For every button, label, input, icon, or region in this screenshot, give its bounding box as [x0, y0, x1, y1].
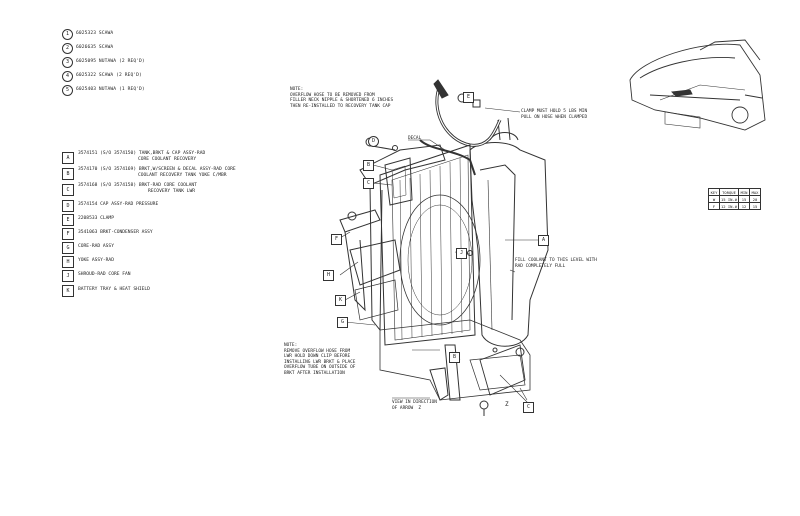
lower-bracket	[479, 344, 526, 396]
callout-G: G	[337, 317, 348, 328]
part-letter: A	[62, 152, 74, 164]
part-text: 3574168 (S/O 3574158) BRKT-RAD CORE COOL…	[78, 183, 197, 188]
fastener-text: 6025323 SCAWA	[76, 31, 114, 36]
fastener-text: 6025403 NUTAWA (1 REQ'D)	[76, 87, 145, 92]
fastener-text: 6025322 SCAWA (2 REQ'D)	[76, 73, 142, 78]
part-letter: J	[62, 270, 74, 282]
part-text: YOKE ASSY-RAD	[78, 258, 114, 263]
note-view-direction: VIEW IN DIRECTION OF ARROW Z	[392, 400, 437, 411]
fastener-num: 1	[62, 29, 73, 40]
condenser-bracket	[339, 209, 381, 233]
part-letter: B	[62, 168, 74, 180]
part-letter: F	[62, 228, 74, 240]
torque-table: KEY TORQUE MIN MAX W 15 IN.# 15 20 F 12 …	[708, 188, 762, 210]
table-cell: 15	[749, 202, 762, 210]
upper-bracket	[384, 157, 413, 206]
table-cell: F	[708, 202, 720, 210]
part-text: 3574151 (S/O 3574150) TANK,BRKT & CAP AS…	[78, 151, 206, 156]
table-cell: 12 IN.#	[718, 202, 740, 210]
callout-B: B	[363, 160, 374, 171]
part-letter: D	[62, 200, 74, 212]
callout-C: C	[363, 178, 374, 189]
radiator-core	[379, 144, 476, 346]
note-fill-level: FILL COOLANT TO THIS LEVEL WITH RAD COMP…	[515, 258, 597, 269]
table-header-row: KEY TORQUE MIN MAX	[708, 188, 762, 196]
part-letter: E	[62, 214, 74, 226]
callout-B-lower: B	[449, 352, 460, 363]
table-header: MIN	[738, 188, 751, 196]
callout-E: E	[463, 92, 474, 103]
arrow-z-label: Z	[505, 401, 509, 408]
fastener-num: 3	[62, 57, 73, 68]
part-text: CORE-RAD ASSY	[78, 244, 114, 249]
fastener-num: 5	[62, 85, 73, 96]
part-text: 3574154 CAP ASSY-RAD PRESSURE	[78, 202, 159, 207]
label-decal: DECAL	[408, 136, 422, 141]
part-letter: H	[62, 256, 74, 268]
callout-H: H	[323, 270, 334, 281]
table-row: F 12 IN.# 12 15	[708, 202, 762, 210]
fastener-text: 6025095 NUTAWA (2 REQ'D)	[76, 59, 145, 64]
table-cell: 15 IN.#	[718, 195, 740, 203]
part-letter: C	[62, 184, 74, 196]
part-text: 2208533 CLAMP	[78, 216, 114, 221]
part-text: BATTERY TRAY & HEAT SHIELD	[78, 287, 150, 292]
callout-J: J	[456, 248, 467, 259]
note-clamp: CLAMP MUST HOLD 5 LBS MIN PULL ON HOSE W…	[521, 109, 588, 120]
part-letter: G	[62, 242, 74, 254]
part-text: SHROUD-RAD CORE FAN	[78, 272, 131, 277]
table-cell: 20	[749, 195, 762, 203]
fastener-num: 4	[62, 71, 73, 82]
fastener-num: 2	[62, 43, 73, 54]
table-cell: 15	[738, 195, 751, 203]
part-text: 3574170 (S/O 3574169) BRKT,W/SCREEN & DE…	[78, 167, 236, 172]
callout-D: D	[368, 136, 379, 147]
part-text: CORE COOLANT RECOVERY	[138, 157, 197, 162]
callout-A: A	[538, 235, 549, 246]
note-lower-bracket: NOTE: REMOVE OVERFLOW HOSE FROM LWR HOLD…	[284, 343, 356, 376]
table-header: TORQUE	[718, 188, 740, 196]
part-text: 3541063 BRKT-CONDENSER ASSY	[78, 230, 153, 235]
fastener-text: 6026635 SCAWA	[76, 45, 114, 50]
part-letter: K	[62, 285, 74, 297]
part-text: COOLANT RECOVERY TANK YOKE C/MBR	[138, 173, 227, 178]
table-header: MAX	[749, 188, 762, 196]
vehicle-outline	[629, 39, 766, 131]
callout-F: F	[331, 234, 342, 245]
table-header: KEY	[708, 188, 720, 196]
battery-tray	[349, 239, 401, 286]
callout-K: K	[335, 295, 346, 306]
table-cell: W	[708, 195, 720, 203]
part-text: RECOVERY TANK LWR	[148, 189, 196, 194]
note-overflow-hose: NOTE: OVERFLOW HOSE TO BE REMOVED FROM F…	[290, 87, 394, 109]
table-cell: 12	[738, 202, 751, 210]
table-row: W 15 IN.# 15 20	[708, 195, 762, 203]
recovery-tank	[469, 142, 549, 347]
fan-shroud	[399, 194, 481, 326]
callout-C-lower: C	[523, 402, 534, 413]
